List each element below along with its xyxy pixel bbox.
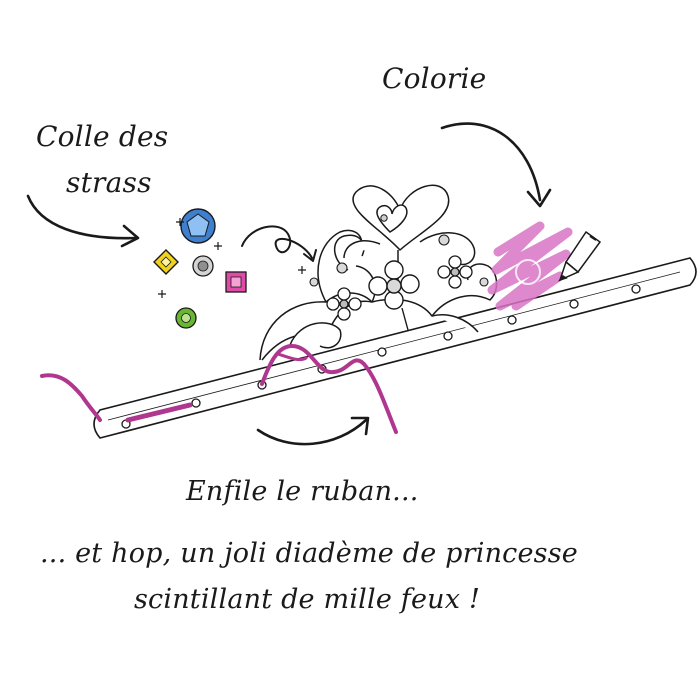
- gem-icon-silver: [192, 255, 214, 277]
- gem-icon-green: [175, 307, 197, 329]
- instruction-colle-line1: Colle des: [36, 120, 169, 153]
- instruction-colle-line2: strass: [66, 166, 152, 199]
- crown-gems: [309, 234, 489, 287]
- closing-line-1: ... et hop, un joli diadème de princesse: [40, 538, 578, 569]
- gem-icon-pink: [225, 271, 247, 293]
- pencil-icon: [557, 230, 602, 282]
- heart-icon: [376, 204, 408, 233]
- gem-icon-blue: [180, 208, 216, 244]
- ribbon-icon: [40, 343, 398, 434]
- clover-icon: [368, 260, 420, 331]
- instruction-colorie: Colorie: [382, 62, 487, 95]
- tiara-band: [93, 257, 697, 439]
- arrow-icon: [26, 122, 552, 446]
- instruction-enfile: Enfile le ruban...: [186, 476, 419, 507]
- colored-area: [487, 221, 573, 311]
- closing-line-2: scintillant de mille feux !: [134, 584, 481, 615]
- clover-icon-small: [326, 255, 473, 321]
- sparkle-icon: [158, 218, 306, 298]
- gem-icon-yellow: [153, 249, 179, 275]
